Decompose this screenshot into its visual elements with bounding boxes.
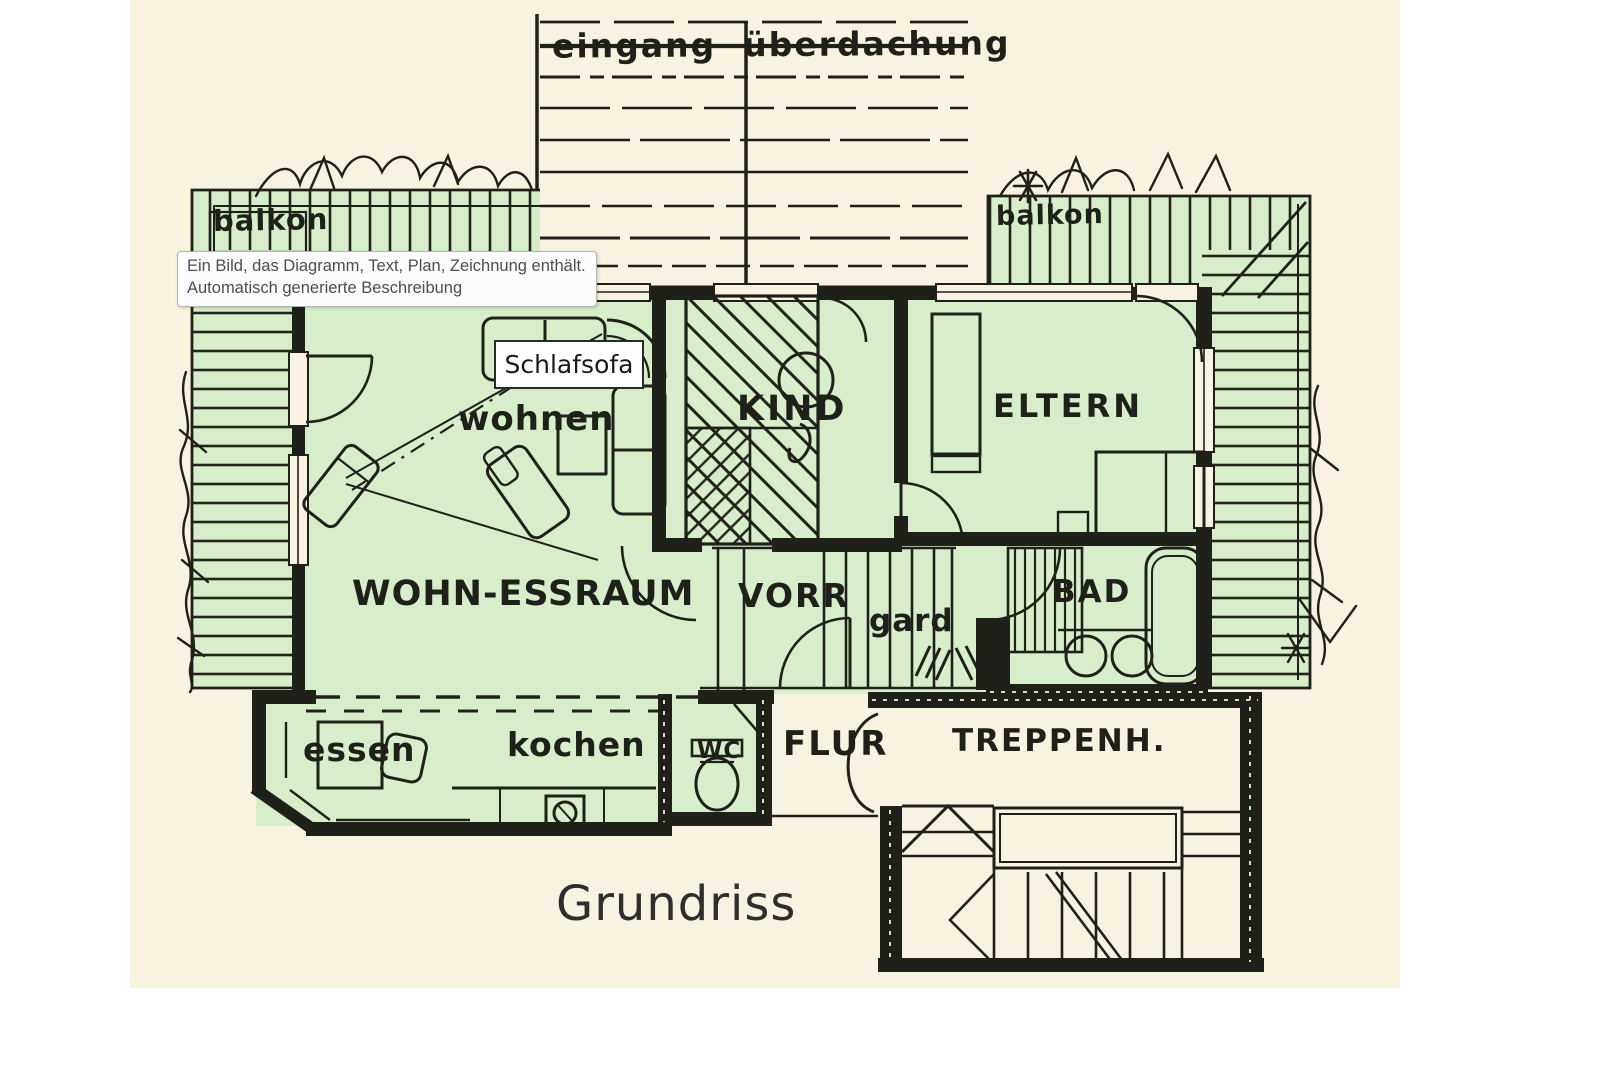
tooltip-line-2: Automatisch generierte Beschreibung: [187, 278, 463, 297]
anteroom-label: VORR: [738, 576, 850, 615]
wc-label: WC: [697, 738, 742, 764]
balcony-right-label: balkon: [995, 199, 1105, 232]
parents-room-label: ELTERN: [993, 387, 1144, 425]
stairwell-label: TREPPENH.: [952, 723, 1167, 759]
schlafsofa-annotation[interactable]: Schlafsofa: [494, 340, 644, 389]
wardrobe-label: gard: [869, 603, 954, 639]
canopy-label: eingang überdachung: [551, 23, 1011, 66]
living-dining-label: WOHN-ESSRAUM: [352, 574, 695, 614]
plan-title: Grundriss: [556, 876, 797, 932]
balcony-left-label: balkon: [212, 201, 329, 239]
bath-label: BAD: [1052, 574, 1132, 610]
living-room-label: wohnen: [458, 399, 615, 439]
tooltip-line-1: Ein Bild, das Diagramm, Text, Plan, Zeic…: [187, 257, 586, 275]
alt-text-tooltip: Ein Bild, das Diagramm, Text, Plan, Zeic…: [177, 251, 597, 307]
dining-label: essen: [303, 730, 416, 769]
hall-label: FLUR: [783, 724, 889, 764]
kitchen-label: kochen: [507, 725, 646, 764]
child-room-label: KIND: [737, 389, 848, 429]
